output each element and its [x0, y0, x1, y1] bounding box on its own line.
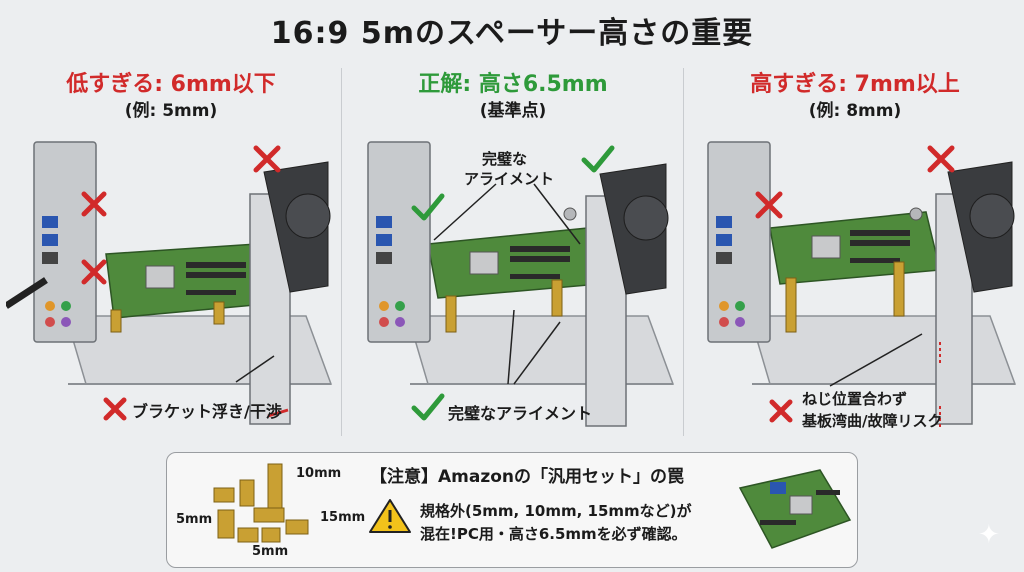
cross-mark-icon	[81, 145, 281, 421]
illustration-too-high	[707, 141, 1017, 428]
ram-slot	[510, 256, 570, 262]
lan-port	[376, 252, 392, 264]
screw	[563, 207, 577, 221]
audio-jack	[719, 301, 729, 311]
panel-subheading: (例: 8mm)	[808, 101, 902, 121]
ram-slot	[510, 246, 570, 252]
notice-warning-text: 規格外(5mm, 10mm, 15mmなど)が 混在!PC用・高さ6.5mmを必…	[420, 500, 692, 546]
audio-jack	[45, 317, 55, 327]
gpu-fan	[969, 193, 1015, 239]
io-shield	[33, 141, 97, 343]
warning-arrow	[267, 408, 289, 418]
pcie-slot	[510, 274, 560, 279]
pointer-line	[829, 333, 923, 387]
panel-heading: 低すぎる: 6mm以下	[66, 72, 276, 97]
io-shield	[367, 141, 431, 343]
audio-jack	[61, 317, 71, 327]
size-label: 15mm	[320, 510, 366, 525]
ram-slot	[186, 262, 246, 268]
audio-jack	[735, 301, 745, 311]
check-mark-icon	[411, 145, 615, 421]
standoff	[551, 279, 563, 317]
panel-subheading: (基準点)	[479, 101, 547, 121]
audio-jack	[379, 317, 389, 327]
panel-divider	[683, 68, 684, 436]
notice-line: 規格外(5mm, 10mm, 15mmなど)が	[420, 502, 692, 520]
lan-port	[42, 252, 58, 264]
notice-title: 【注意】Amazonの「汎用セット」の罠	[370, 467, 685, 487]
usb-port	[42, 234, 58, 246]
pointer-line	[513, 321, 561, 385]
size-label: 10mm	[296, 466, 342, 481]
audio-jack	[395, 301, 405, 311]
pointer-line	[235, 355, 275, 383]
standoff	[893, 261, 905, 317]
usb-port	[376, 234, 392, 246]
page-title: 16:9 5mのスペーサー高さの重要	[270, 16, 754, 51]
panel-too-low: 低すぎる: 6mm以下 (例: 5mm) ブラケット浮き/干渉	[6, 66, 336, 436]
pointer-line	[433, 183, 497, 241]
audio-jack	[719, 317, 729, 327]
panel-caption: ねじ位置合わず	[802, 390, 908, 408]
standoff	[785, 277, 797, 333]
ram-slot	[186, 272, 246, 278]
chassis-tray	[64, 315, 333, 385]
panel-correct: 正解: 高さ6.5mm (基準点) 完璧な アライメント 完	[348, 66, 678, 436]
ram-slot	[850, 240, 910, 246]
cpu-socket	[811, 235, 841, 259]
audio-jack	[61, 301, 71, 311]
panel-caption: 基板湾曲/故障リスク	[802, 412, 943, 430]
io-shield	[707, 141, 771, 343]
panel-heading: 正解: 高さ6.5mm	[418, 72, 608, 97]
lan-port	[716, 252, 732, 264]
callout-text: アライメント	[464, 170, 555, 188]
panel-caption: 完璧なアライメント	[448, 404, 593, 423]
motherboard	[769, 211, 941, 285]
callout-text: 完璧な	[482, 150, 528, 168]
screw	[909, 207, 923, 221]
usb-port	[716, 216, 732, 228]
size-label: 5mm	[252, 544, 289, 559]
motherboard	[427, 227, 601, 299]
sparkle-icon: ✦	[978, 520, 1000, 550]
ram-slot	[850, 230, 910, 236]
panel-caption: ブラケット浮き/干渉	[132, 402, 282, 421]
audio-jack	[379, 301, 389, 311]
illustration-correct	[367, 141, 675, 427]
cable	[6, 277, 48, 309]
notice-line: 混在!PC用・高さ6.5mmを必ず確認。	[420, 525, 687, 543]
audio-jack	[735, 317, 745, 327]
size-label: 5mm	[176, 512, 213, 527]
usb-port	[42, 216, 58, 228]
gpu-fan	[623, 195, 669, 241]
panel-divider	[341, 68, 342, 436]
panel-heading: 高すぎる: 7mm以上	[750, 72, 960, 97]
audio-jack	[395, 317, 405, 327]
standoff	[213, 301, 225, 325]
usb-port	[716, 234, 732, 246]
pcie-slot	[850, 258, 900, 263]
panel-too-high: 高すぎる: 7mm以上 (例: 8mm) ねじ位置合わず 基板湾曲/故障リ	[690, 66, 1020, 436]
cpu-socket	[145, 265, 175, 289]
cpu-socket	[469, 251, 499, 275]
motherboard	[105, 243, 267, 319]
usb-port	[376, 216, 392, 228]
standoff	[445, 295, 457, 333]
gpu-fan	[285, 193, 331, 239]
cross-mark-icon	[755, 145, 955, 423]
standoff	[110, 309, 122, 333]
panel-subheading: (例: 5mm)	[124, 101, 218, 121]
pointer-line	[507, 309, 515, 385]
pointer-line	[533, 183, 581, 245]
illustration-too-low	[6, 141, 333, 425]
audio-jack	[45, 301, 55, 311]
pcie-slot	[186, 290, 236, 295]
